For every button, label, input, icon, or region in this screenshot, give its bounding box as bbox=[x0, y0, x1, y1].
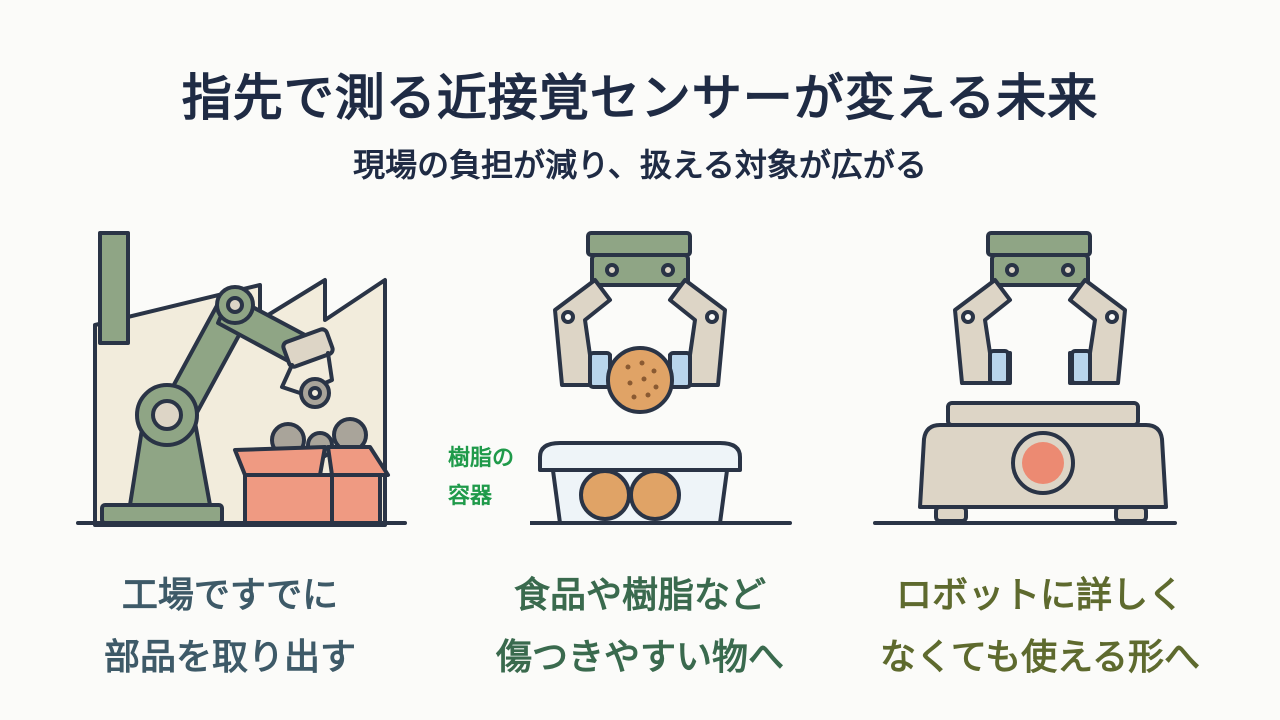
egg-icon-2 bbox=[629, 469, 681, 521]
chimney-icon bbox=[98, 231, 130, 345]
caption-line-2: なくても使える形へ bbox=[879, 637, 1201, 678]
biscuit-icon bbox=[606, 346, 674, 414]
gripper-head bbox=[590, 253, 690, 287]
caption-factory: 工場ですでに 部品を取り出す bbox=[30, 565, 430, 689]
label-line-1: 樹脂の bbox=[448, 446, 515, 471]
caption-line-2: 傷つきやすい物へ bbox=[495, 637, 784, 678]
page-title: 指先で測る近接覚センサーが変える未来 bbox=[181, 69, 1099, 127]
caption-line-1: 食品や樹脂など bbox=[513, 575, 766, 616]
gripper-mount bbox=[586, 231, 692, 257]
label-line-2: 容器 bbox=[448, 484, 493, 509]
easy-device-illustration bbox=[873, 231, 1177, 525]
device-foot-left bbox=[934, 505, 968, 523]
gripper-mount bbox=[986, 231, 1092, 257]
caption-food: 食品や樹脂など 傷つきやすい物へ bbox=[440, 565, 840, 689]
proximity-sensor-right bbox=[1070, 349, 1092, 385]
egg-icon bbox=[579, 469, 631, 521]
caption-line-1: 工場ですでに bbox=[121, 575, 339, 616]
caption-line-2: 部品を取り出す bbox=[103, 637, 356, 678]
resin-container-label: 樹脂の 容器 bbox=[448, 440, 514, 516]
arm-base bbox=[100, 503, 224, 525]
parts-box-icon bbox=[243, 473, 382, 525]
caption-easy: ロボットに詳しく なくても使える形へ bbox=[840, 565, 1240, 689]
factory-robot-illustration bbox=[76, 231, 407, 527]
page-subtitle: 現場の負担が減り、扱える対象が広がる bbox=[353, 146, 927, 184]
food-gripper-illustration bbox=[530, 231, 792, 525]
caption-line-1: ロボットに詳しく bbox=[895, 575, 1184, 616]
device-foot-right bbox=[1114, 505, 1148, 523]
gripper-head bbox=[990, 253, 1090, 287]
device-top bbox=[946, 401, 1140, 427]
proximity-sensor-left bbox=[988, 349, 1010, 385]
